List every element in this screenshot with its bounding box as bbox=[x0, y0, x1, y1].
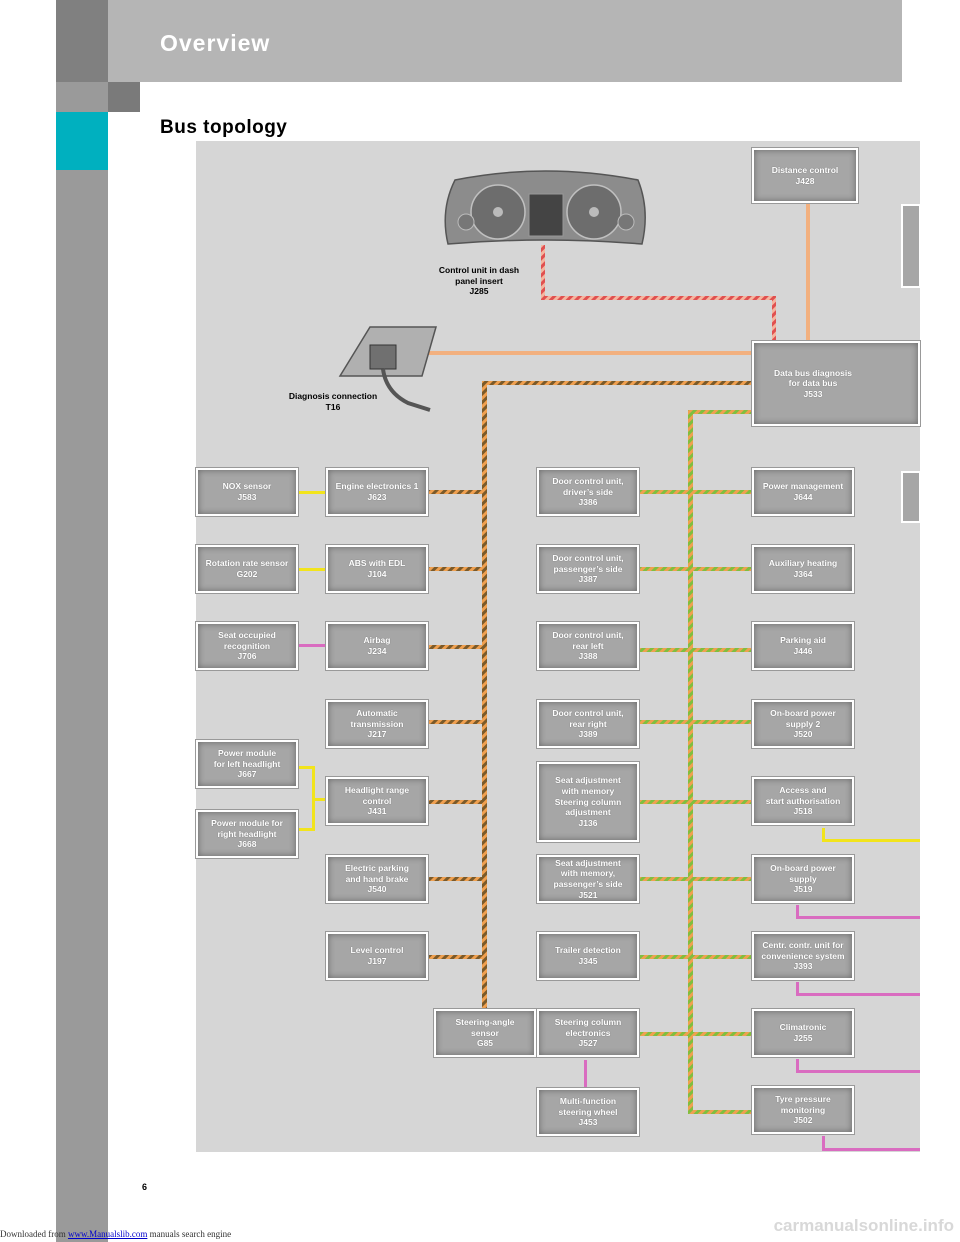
box-tyre-pressure: Tyre pressure monitoring J502 bbox=[752, 1086, 854, 1134]
page-title: Overview bbox=[160, 30, 271, 56]
dash-insert-label: Control unit in dash panel insert J285 bbox=[438, 265, 520, 297]
box-seat-memory-passenger: Seat adjustment with memory, passenger’s… bbox=[537, 855, 639, 903]
comfort-can-lines bbox=[638, 410, 752, 1114]
box-steering-angle: Steering-angle sensor G85 bbox=[434, 1009, 536, 1057]
drivetrain-can-lines bbox=[428, 381, 752, 1011]
gateway-label: Data bus diagnosis for data bus J533 bbox=[774, 367, 852, 399]
distance-line bbox=[806, 202, 810, 342]
box-convenience: Centr. contr. unit for convenience syste… bbox=[752, 932, 854, 980]
watermark: carmanualsonline.info bbox=[773, 1216, 954, 1235]
footer-suffix: manuals search engine bbox=[147, 1229, 232, 1239]
diagnosis-connection-label: Diagnosis connection T16 bbox=[288, 391, 378, 412]
box-onboard-power-2: On-board power supply 2 J520 bbox=[752, 700, 854, 748]
box-gateway: Data bus diagnosis for data bus J533 bbox=[752, 341, 920, 426]
box-mfsw: Multi-function steering wheel J453 bbox=[537, 1088, 639, 1136]
partial-box-right-1 bbox=[901, 204, 921, 288]
dash-can-line bbox=[541, 245, 776, 342]
box-steering-column: Steering column electronics J527 bbox=[537, 1009, 639, 1057]
box-pm-right-headlight: Power module for right headlight J668 bbox=[196, 810, 298, 858]
header-bar bbox=[108, 0, 902, 82]
box-door-driver: Door control unit, driver’s side J386 bbox=[537, 468, 639, 516]
box-airbag: Airbag J234 bbox=[326, 622, 428, 670]
box-level-control: Level control J197 bbox=[326, 932, 428, 980]
section-title: Bus topology bbox=[160, 117, 288, 138]
left-header-block bbox=[56, 0, 108, 82]
diagnosis-line bbox=[428, 351, 752, 355]
diagnosis-connector-icon bbox=[338, 326, 437, 412]
box-engine: Engine electronics 1 J623 bbox=[326, 468, 428, 516]
instrument-cluster-icon bbox=[444, 170, 646, 245]
box-parking-aid: Parking aid J446 bbox=[752, 622, 854, 670]
box-door-rear-left: Door control unit, rear left J388 bbox=[537, 622, 639, 670]
partial-box-right-2 bbox=[901, 471, 921, 523]
sub-bus-lines bbox=[298, 644, 920, 1151]
footer-prefix: Downloaded from bbox=[0, 1229, 68, 1239]
box-onboard-power: On-board power supply J519 bbox=[752, 855, 854, 903]
box-climatronic: Climatronic J255 bbox=[752, 1009, 854, 1057]
box-auto-transmission: Automatic transmission J217 bbox=[326, 700, 428, 748]
lin-lines bbox=[298, 491, 920, 842]
box-nox-sensor: NOX sensor J583 bbox=[196, 468, 298, 516]
box-distance-control: Distance control J428 bbox=[752, 148, 858, 203]
box-rotation-rate: Rotation rate sensor G202 bbox=[196, 545, 298, 593]
page-number: 6 bbox=[142, 1182, 148, 1192]
box-door-passenger: Door control unit, passenger’s side J387 bbox=[537, 545, 639, 593]
left-sidebar-bar bbox=[56, 0, 108, 1242]
footer: Downloaded from www.Manualslib.com manua… bbox=[0, 1229, 231, 1239]
box-seat-occupied: Seat occupied recognition J706 bbox=[196, 622, 298, 670]
box-parking-brake: Electric parking and hand brake J540 bbox=[326, 855, 428, 903]
box-access-start: Access and start authorisation J518 bbox=[752, 777, 854, 825]
box-trailer-detection: Trailer detection J345 bbox=[537, 932, 639, 980]
box-pm-left-headlight: Power module for left headlight J667 bbox=[196, 740, 298, 788]
section-marker bbox=[56, 112, 108, 170]
header-square bbox=[108, 82, 140, 112]
box-abs: ABS with EDL J104 bbox=[326, 545, 428, 593]
box-seat-memory-column: Seat adjustment with memory Steering col… bbox=[537, 762, 639, 842]
box-headlight-range: Headlight range control J431 bbox=[326, 777, 428, 825]
box-aux-heating: Auxiliary heating J364 bbox=[752, 545, 854, 593]
box-power-management: Power management J644 bbox=[752, 468, 854, 516]
footer-link[interactable]: www.Manualslib.com bbox=[67, 1229, 148, 1239]
box-door-rear-right: Door control unit, rear right J389 bbox=[537, 700, 639, 748]
